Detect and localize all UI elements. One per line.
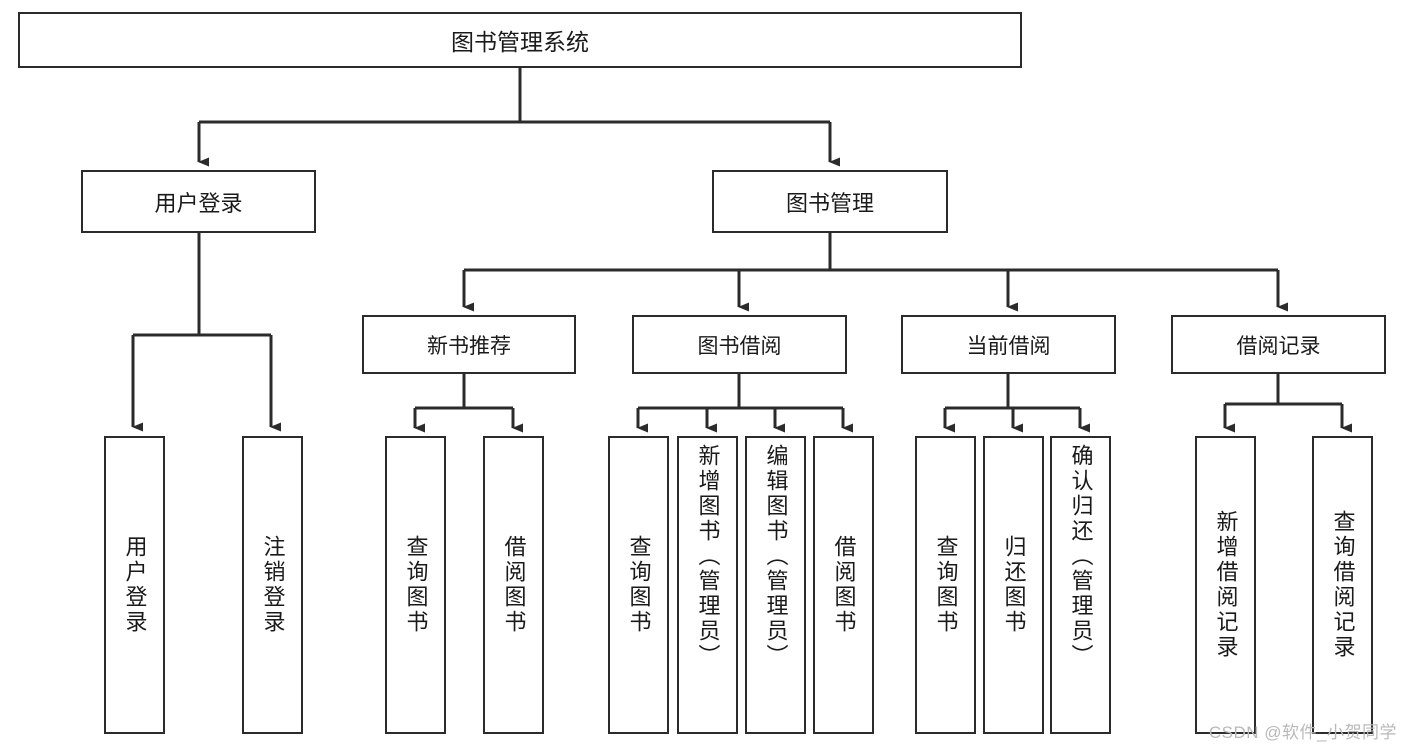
leaf-query-borrow-record[interactable]: 查询借阅记录: [1312, 436, 1373, 734]
node-current-borrow[interactable]: 当前借阅: [901, 315, 1116, 374]
node-label: 查询图书: [933, 535, 959, 635]
node-label: 新增借阅记录: [1213, 510, 1239, 660]
node-label: 查询借阅记录: [1330, 510, 1356, 660]
node-root-book-management-system[interactable]: 图书管理系统: [18, 12, 1022, 68]
node-label: 图书借阅: [697, 334, 782, 358]
leaf-return-book[interactable]: 归还图书: [983, 436, 1044, 734]
node-book-borrow[interactable]: 图书借阅: [632, 315, 847, 374]
node-label: 新书推荐: [427, 334, 511, 358]
node-label: 图书管理: [785, 190, 874, 216]
leaf-query-book-current[interactable]: 查询图书: [915, 436, 976, 734]
leaf-query-book-borrow[interactable]: 查询图书: [608, 436, 669, 734]
node-label: 用户登录: [122, 535, 148, 635]
node-borrow-record[interactable]: 借阅记录: [1171, 315, 1386, 374]
leaf-borrow-book[interactable]: 借阅图书: [813, 436, 874, 734]
node-new-book-recommendation[interactable]: 新书推荐: [362, 315, 576, 374]
node-label: 借阅图书: [831, 535, 857, 635]
node-label: 归还图书: [1001, 535, 1027, 635]
leaf-confirm-return-admin[interactable]: 确认归还（管理员）: [1050, 436, 1111, 734]
leaf-borrow-book-recommend[interactable]: 借阅图书: [483, 436, 544, 734]
node-label: 查询图书: [403, 535, 429, 635]
leaf-add-book-admin[interactable]: 新增图书（管理员）: [677, 436, 738, 734]
node-user-login[interactable]: 用户登录: [81, 170, 316, 233]
node-label: 图书管理系统: [451, 29, 589, 55]
watermark-text: CSDN @软件_小贺同学: [1208, 723, 1397, 742]
node-label: 当前借阅: [966, 334, 1051, 358]
leaf-query-book-recommend[interactable]: 查询图书: [385, 436, 446, 734]
node-label: 用户登录: [154, 190, 243, 216]
node-book-management[interactable]: 图书管理: [712, 170, 948, 233]
node-label: 注销登录: [260, 535, 286, 635]
node-label: 编辑图书（管理员）: [763, 444, 789, 669]
node-label: 确认归还（管理员）: [1068, 444, 1094, 669]
node-label: 借阅图书: [501, 535, 527, 635]
leaf-user-login[interactable]: 用户登录: [104, 436, 165, 734]
leaf-logout[interactable]: 注销登录: [242, 436, 303, 734]
leaf-edit-book-admin[interactable]: 编辑图书（管理员）: [745, 436, 806, 734]
node-label: 查询图书: [626, 535, 652, 635]
node-label: 新增图书（管理员）: [695, 444, 721, 669]
leaf-add-borrow-record[interactable]: 新增借阅记录: [1195, 436, 1256, 734]
node-label: 借阅记录: [1236, 334, 1321, 358]
